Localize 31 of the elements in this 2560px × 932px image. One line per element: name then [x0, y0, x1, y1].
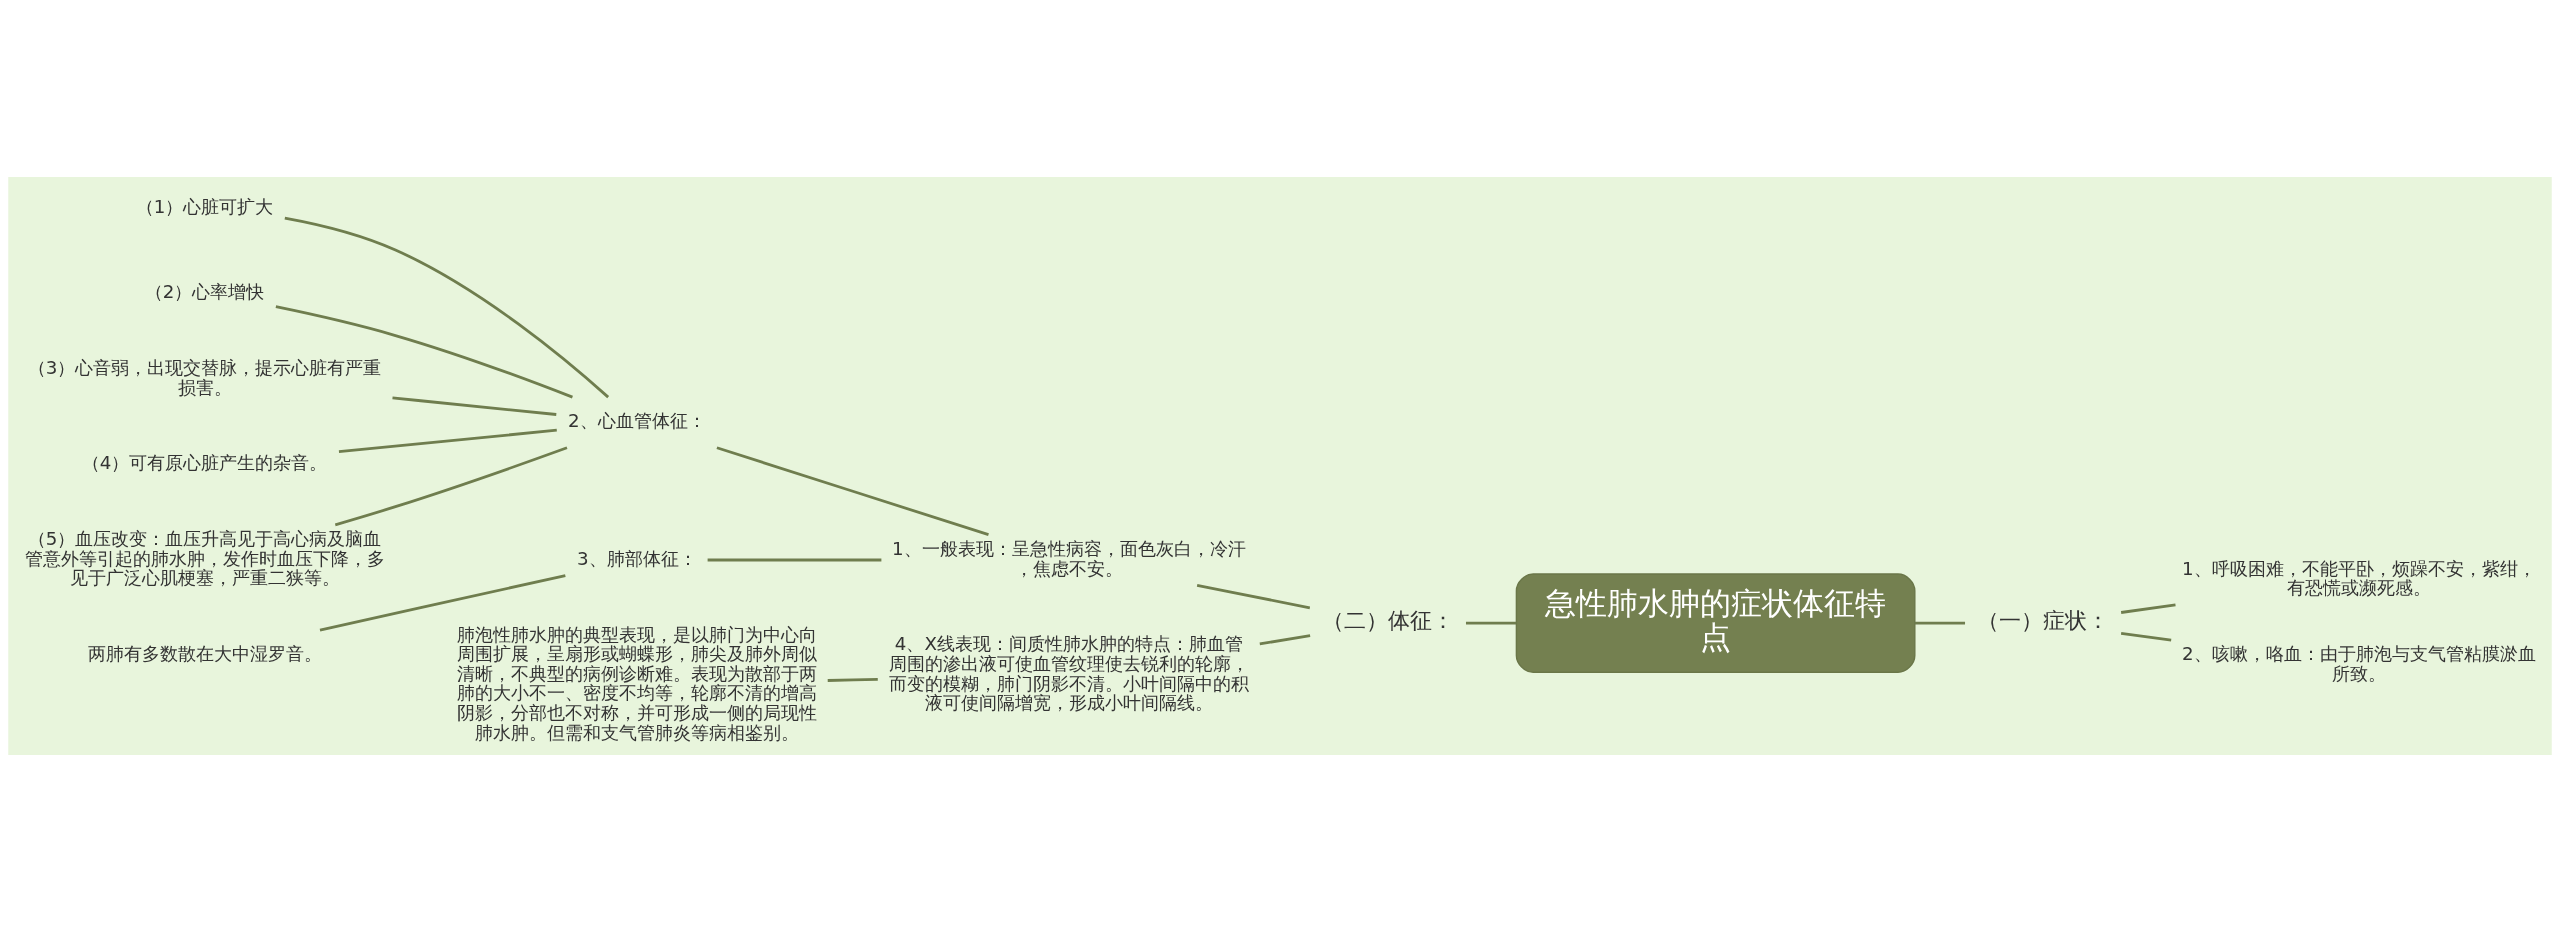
- node-text: （2）心率增快: [144, 281, 265, 303]
- connector: [392, 396, 557, 416]
- connector: [1914, 621, 1966, 625]
- connector: [338, 428, 557, 453]
- node-text: （5）血压改变：血压升高见于高心病及脑血管意外等引起的肺水肿，发作时血压下降，多见于广泛心肌梗塞，严重二狭等。: [24, 528, 385, 589]
- connector: [334, 446, 568, 527]
- node-box: 急性肺水肿的症状体征特点: [1515, 573, 1916, 673]
- node-text: （一）症状：: [1977, 607, 2110, 634]
- node-text: 两肺有多数散在大中湿罗音。: [87, 643, 322, 665]
- node-text: （1）心脏可扩大: [135, 195, 274, 217]
- connector: [284, 216, 610, 399]
- node-text: 肺泡性肺水肿的典型表现，是以肺门为中心向周围扩展，呈扇形或蝴蝶形，肺尖及肺外周似清晰，不典型的病例诊断难。表现为散部于两肺的大小不一、密度不均等，轮廓不清的增高阴影，分部也不对称，并可形成一侧的局现性肺水肿。但需和支气管肺炎等病相鉴别。: [456, 623, 817, 743]
- connector: [1196, 583, 1311, 610]
- node-text: 2、咳嗽，咯血：由于肺泡与支气管粘膜淤血所致。: [2182, 643, 2536, 684]
- node-text: 3、肺部体征：: [576, 547, 697, 569]
- connector: [2120, 603, 2176, 614]
- connector: [275, 305, 573, 399]
- connector: [1466, 621, 1517, 625]
- connector: [2120, 632, 2172, 642]
- connector: [319, 574, 566, 632]
- node-text: （3）心音弱，出现交替脉，提示心脏有严重损害。: [27, 356, 382, 398]
- node-text: 1、呼吸困难，不能平卧，烦躁不安，紫绀，有恐慌或濒死感。: [2182, 557, 2536, 599]
- connector: [827, 677, 878, 682]
- node-text: （4）可有原心脏产生的杂音。: [81, 452, 328, 474]
- node-text: 2、心血管体征：: [567, 410, 706, 432]
- node-text: 4、X线表现：间质性肺水肿的特点：肺血管周围的渗出液可使血管纹理使去锐利的轮廓，而变的模糊，肺门阴影不清。小叶间隔中的积液可使间隔增宽，形成小叶间隔线。: [888, 633, 1249, 714]
- connector: [707, 558, 882, 562]
- node-text: 1、一般表现：呈急性病容，面色灰白，冷汗，焦虑不安。: [892, 537, 1246, 579]
- connector: [716, 446, 989, 537]
- node-text: （二）体征：: [1322, 607, 1455, 634]
- connector: [1259, 634, 1311, 646]
